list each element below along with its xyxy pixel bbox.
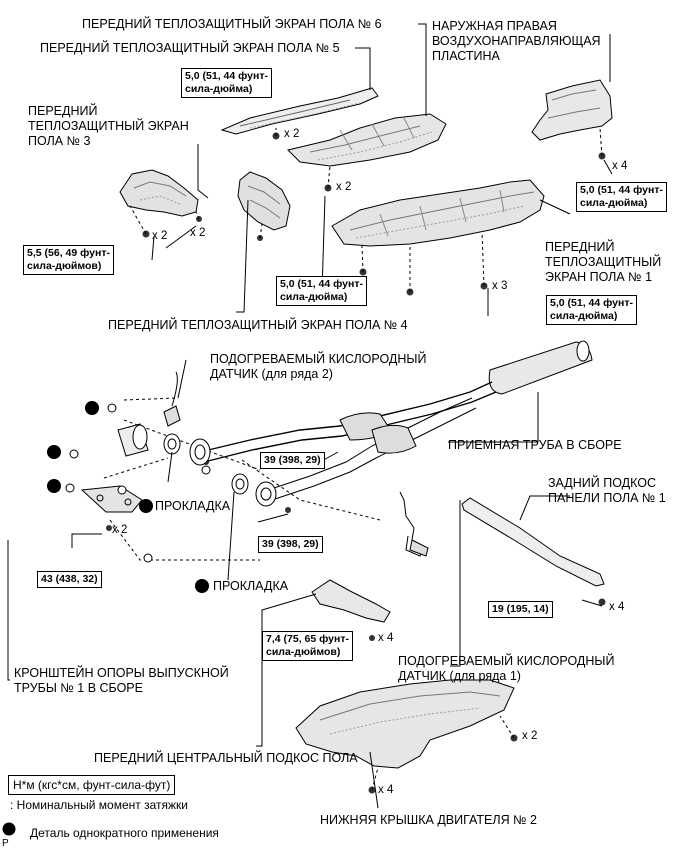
label-floor-shield-5: ПЕРЕДНИЙ ТЕПЛОЗАЩИТНЫЙ ЭКРАН ПОЛА № 5 — [40, 41, 340, 55]
label-line: ТЕПЛОЗАЩИТНЫЙ ЭКРАН — [28, 119, 189, 133]
label-line: КРОНШТЕЙН ОПОРЫ ВЫПУСКНОЙ — [14, 666, 229, 680]
torque-line: 5,0 (51, 44 фунт- — [580, 184, 663, 196]
qty-rear-brace: x 4 — [609, 601, 625, 613]
o2-sensor-bank1-part — [399, 491, 429, 557]
engine-under-cover-part — [295, 679, 515, 769]
bracket-part — [80, 485, 143, 513]
qty-shield-3a: x 2 — [152, 230, 168, 242]
floor-shield-4-part — [237, 171, 291, 231]
o2-sensor-bank2-part — [163, 371, 181, 427]
floor-shield-3-part — [119, 169, 199, 217]
legend-torque-note: : Номинальный момент затяжки — [10, 798, 188, 812]
label-line: ПОЛА № 3 — [28, 134, 91, 148]
torque-bracket: 43 (438, 32) — [37, 571, 102, 588]
torque-line: сила-дюйма) — [550, 310, 618, 322]
label-floor-shield-4: ПЕРЕДНИЙ ТЕПЛОЗАЩИТНЫЙ ЭКРАН ПОЛА № 4 — [108, 318, 408, 332]
torque-line: сила-дюймов) — [266, 646, 341, 658]
torque-line: сила-дюйма) — [580, 197, 648, 209]
label-floor-shield-3: ПЕРЕДНИЙ ТЕПЛОЗАЩИТНЫЙ ЭКРАН ПОЛА № 3 — [28, 104, 189, 149]
rear-floor-brace-part — [461, 497, 605, 587]
qty-cover-left: x 4 — [378, 784, 394, 796]
torque-line: 5,5 (56, 49 фунт- — [27, 247, 110, 259]
nuts — [65, 403, 211, 563]
torque-line: 5,0 (51, 44 фунт- — [280, 278, 363, 290]
torque-line: 5,0 (51, 44 фунт- — [185, 70, 268, 82]
label-line: ПЕРЕДНИЙ — [28, 104, 98, 118]
legend-non-reusable: Деталь однократного применения — [30, 826, 219, 840]
label-line: ЗАДНИЙ ПОДКОС — [548, 476, 657, 490]
corner-mark: P — [2, 838, 9, 849]
label-line: НАРУЖНАЯ ПРАВАЯ — [432, 19, 557, 33]
label-center-floor-brace: ПЕРЕДНИЙ ЦЕНТРАЛЬНЫЙ ПОДКОС ПОЛА — [94, 751, 358, 765]
torque-line: сила-дюйма) — [280, 291, 348, 303]
torque-shield-5: 5,0 (51, 44 фунт- сила-дюйма) — [181, 68, 272, 98]
front-pipe-assembly — [189, 340, 593, 507]
torque-center-brace: 7,4 (75, 65 фунт- сила-дюймов) — [262, 631, 353, 661]
label-line: ДАТЧИК (для ряда 2) — [210, 367, 333, 381]
label-floor-shield-1: ПЕРЕДНИЙ ТЕПЛОЗАЩИТНЫЙ ЭКРАН ПОЛА № 1 — [545, 240, 661, 285]
qty-cover-right: x 2 — [522, 730, 538, 742]
torque-line: сила-дюйма) — [185, 83, 253, 95]
assembly-guide-lines — [103, 127, 603, 791]
qty-bracket: x 2 — [112, 524, 128, 536]
label-front-pipe-assy: ПРИЕМНАЯ ТРУБА В СБОРЕ — [448, 438, 622, 452]
torque-line: 5,0 (51, 44 фунт- — [550, 297, 633, 309]
torque-plate: 5,0 (51, 44 фунт- сила-дюйма) — [576, 182, 667, 212]
label-line: ПОДОГРЕВАЕМЫЙ КИСЛОРОДНЫЙ — [398, 654, 615, 668]
non-reusable-marks — [2, 401, 209, 836]
qty-center-brace: x 4 — [378, 632, 394, 644]
floor-shield-1-part — [331, 179, 545, 247]
label-line: ПЕРЕДНИЙ — [545, 240, 615, 254]
qty-shield-3b: x 2 — [190, 227, 206, 239]
torque-rear-brace: 19 (195, 14) — [488, 601, 553, 618]
manifold-flanges — [117, 423, 249, 495]
label-line: ВОЗДУХОНАПРАВЛЯЮЩАЯ — [432, 34, 601, 48]
label-outer-rh-plate: НАРУЖНАЯ ПРАВАЯ ВОЗДУХОНАПРАВЛЯЮЩАЯ ПЛАС… — [432, 19, 601, 64]
qty-shield-5: x 2 — [284, 128, 300, 140]
qty-shield-6: x 2 — [336, 181, 352, 193]
torque-pipe-b: 39 (398, 29) — [258, 536, 323, 553]
label-bracket-assy: КРОНШТЕЙН ОПОРЫ ВЫПУСКНОЙ ТРУБЫ № 1 В СБ… — [14, 666, 229, 696]
qty-shield-1: x 3 — [492, 280, 508, 292]
torque-line: сила-дюймов) — [27, 260, 102, 272]
floor-shield-6-part — [287, 113, 447, 167]
label-gasket-2: ПРОКЛАДКА — [213, 579, 289, 593]
label-floor-shield-6: ПЕРЕДНИЙ ТЕПЛОЗАЩИТНЫЙ ЭКРАН ПОЛА № 6 — [82, 17, 382, 31]
label-gasket-1: ПРОКЛАДКА — [155, 499, 231, 513]
label-line: ТЕПЛОЗАЩИТНЫЙ — [545, 255, 662, 269]
label-line: ЭКРАН ПОЛА № 1 — [545, 270, 653, 284]
label-line: ПОДОГРЕВАЕМЫЙ КИСЛОРОДНЫЙ — [210, 352, 427, 366]
torque-shield-1: 5,0 (51, 44 фунт- сила-дюйма) — [546, 295, 637, 325]
torque-shield-6: 5,0 (51, 44 фунт- сила-дюйма) — [276, 276, 367, 306]
label-line: ДАТЧИК (для ряда 1) — [398, 669, 521, 683]
label-o2-sensor-bank2: ПОДОГРЕВАЕМЫЙ КИСЛОРОДНЫЙ ДАТЧИК (для ря… — [210, 352, 426, 382]
torque-pipe-a: 39 (398, 29) — [260, 452, 325, 469]
label-line: ПЛАСТИНА — [432, 49, 500, 63]
torque-shield-3: 5,5 (56, 49 фунт- сила-дюймов) — [23, 245, 114, 275]
qty-plate: x 4 — [612, 160, 628, 172]
legend-unit-box: Н*м (кгс*см, фунт-сила-фут) — [8, 775, 176, 795]
label-line: ПАНЕЛИ ПОЛА № 1 — [548, 491, 666, 505]
air-guide-plate-part — [531, 79, 613, 141]
center-floor-brace-part — [311, 579, 391, 623]
label-o2-sensor-bank1: ПОДОГРЕВАЕМЫЙ КИСЛОРОДНЫЙ ДАТЧИК (для ря… — [398, 654, 614, 684]
label-line: ТРУБЫ № 1 В СБОРЕ — [14, 681, 143, 695]
torque-line: 7,4 (75, 65 фунт- — [266, 633, 349, 645]
label-engine-under-cover: НИЖНЯЯ КРЫШКА ДВИГАТЕЛЯ № 2 — [320, 813, 537, 827]
label-rear-floor-brace: ЗАДНИЙ ПОДКОС ПАНЕЛИ ПОЛА № 1 — [548, 476, 666, 506]
floor-shield-5-part — [220, 87, 379, 135]
